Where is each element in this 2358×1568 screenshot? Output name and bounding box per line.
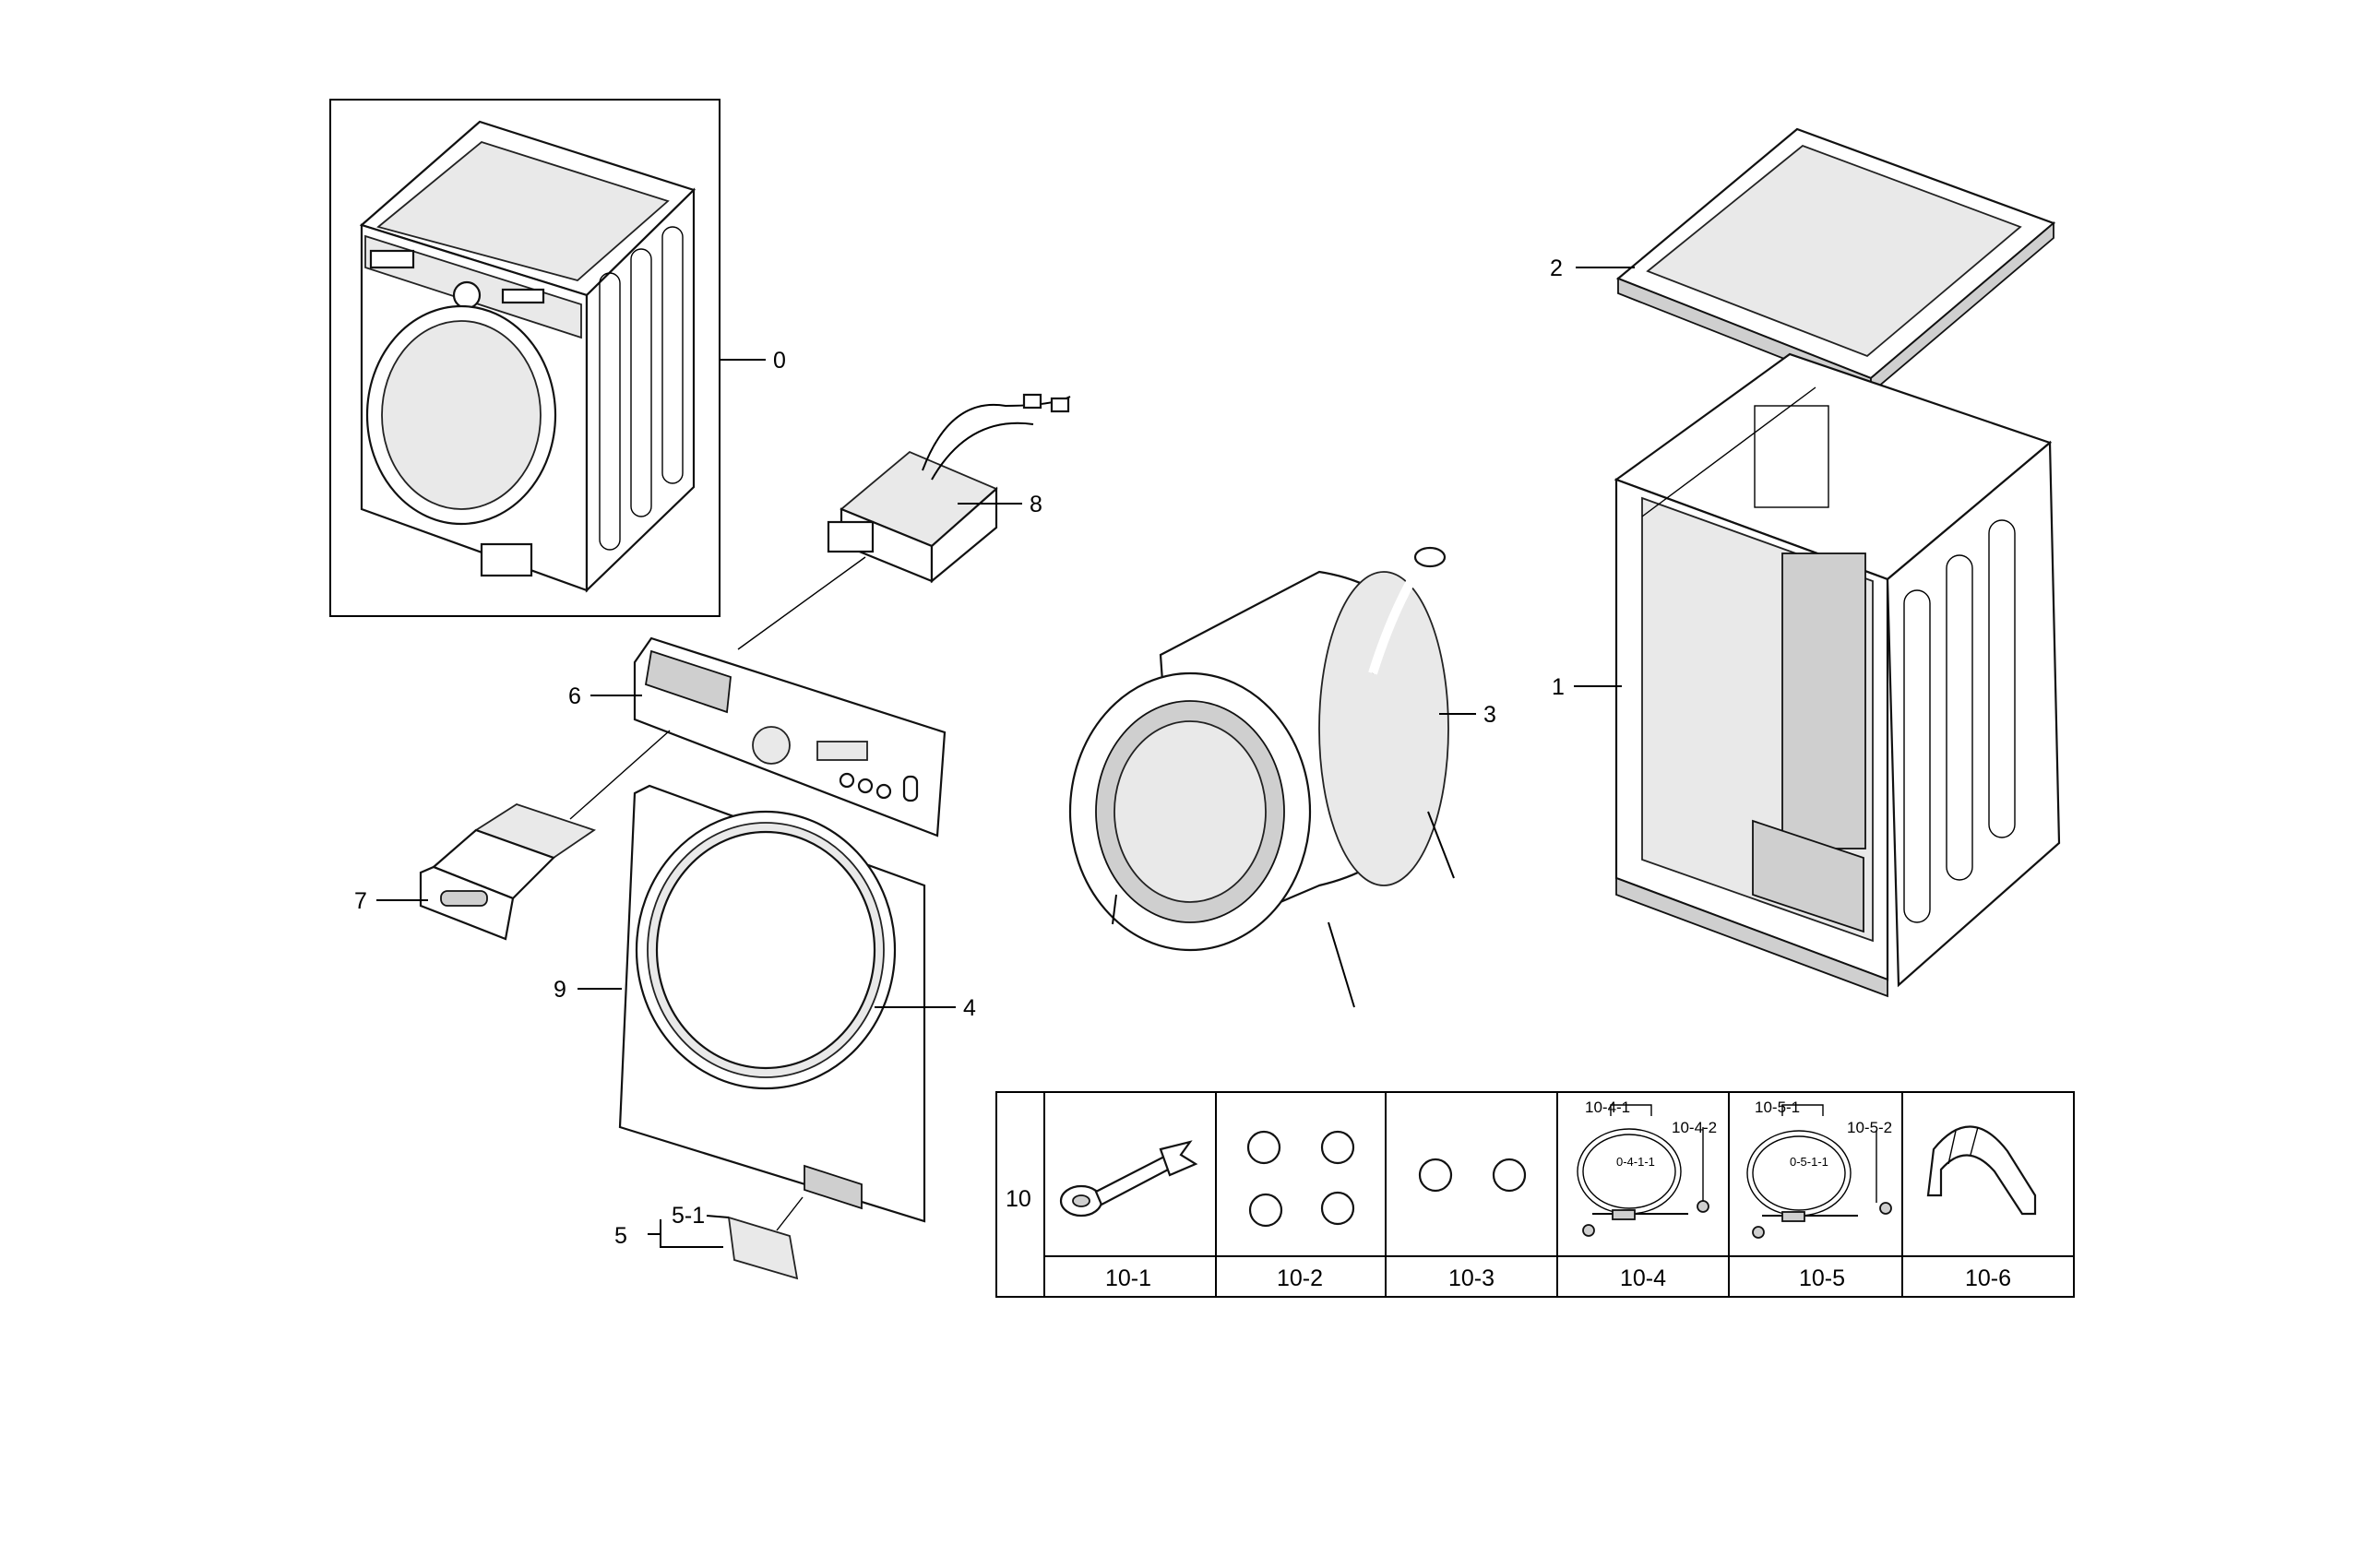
part-8-dispenser-housing — [827, 393, 1071, 584]
part-5-filter-cover — [727, 1196, 804, 1280]
callout-7: 7 — [354, 888, 367, 914]
accessories-table: 10 10-1 10-2 10-3 — [995, 1091, 2075, 1298]
accessory-label-10-4: 10-4 — [1620, 1265, 1666, 1291]
accessory-caps-four — [1246, 1130, 1355, 1228]
accessory-label-10-1: 10-1 — [1105, 1265, 1151, 1291]
leader-5-1 — [706, 1215, 730, 1218]
callout-2: 2 — [1550, 255, 1563, 281]
leader-6-to-7 — [569, 730, 671, 820]
callout-5: 5 — [614, 1223, 627, 1249]
callout-4: 4 — [963, 995, 976, 1021]
accessory-hose-guide — [1926, 1125, 2037, 1216]
bracket-5 — [660, 1219, 723, 1248]
callout-3: 3 — [1483, 702, 1496, 728]
part-0-complete-washer — [329, 99, 720, 617]
callout-6: 6 — [568, 683, 581, 709]
accessory-hose-2 — [1746, 1104, 1892, 1239]
accessory-caps-two — [1418, 1158, 1527, 1193]
accessory-label-10-6: 10-6 — [1965, 1265, 2011, 1291]
callout-9: 9 — [554, 977, 566, 1003]
callout-8: 8 — [1030, 492, 1042, 517]
part-0-frame — [329, 99, 720, 617]
accessory-sub-0-4-1-1: 0-4-1-1 — [1616, 1155, 1655, 1169]
part-3-tub-assembly — [1068, 546, 1455, 1008]
accessory-group-label: 10 — [1006, 1186, 1031, 1212]
accessory-wrench — [1059, 1140, 1198, 1218]
accessory-label-10-2: 10-2 — [1277, 1265, 1323, 1291]
accessory-hose-1 — [1577, 1104, 1709, 1237]
accessory-sub-0-5-1-1: 0-5-1-1 — [1790, 1155, 1828, 1169]
part-7-detergent-drawer — [419, 803, 597, 941]
part-2-top-cover — [1615, 127, 2056, 395]
accessory-sub-10-4-2: 10-4-2 — [1672, 1119, 1717, 1136]
accessory-label-10-3: 10-3 — [1448, 1265, 1495, 1291]
accessory-sub-10-4-1: 10-4-1 — [1585, 1099, 1630, 1116]
accessory-sub-10-5-1: 10-5-1 — [1755, 1099, 1800, 1116]
part-9-front-panel — [618, 784, 926, 1223]
part-6-control-panel — [633, 636, 947, 837]
callout-1: 1 — [1552, 674, 1565, 700]
accessory-label-10-5: 10-5 — [1799, 1265, 1845, 1291]
callout-5-1: 5-1 — [672, 1203, 705, 1229]
callout-0: 0 — [773, 348, 786, 374]
accessory-sub-10-5-2: 10-5-2 — [1847, 1119, 1892, 1136]
leader-8-to-6 — [737, 556, 866, 650]
part-1-cabinet — [1614, 352, 2061, 998]
